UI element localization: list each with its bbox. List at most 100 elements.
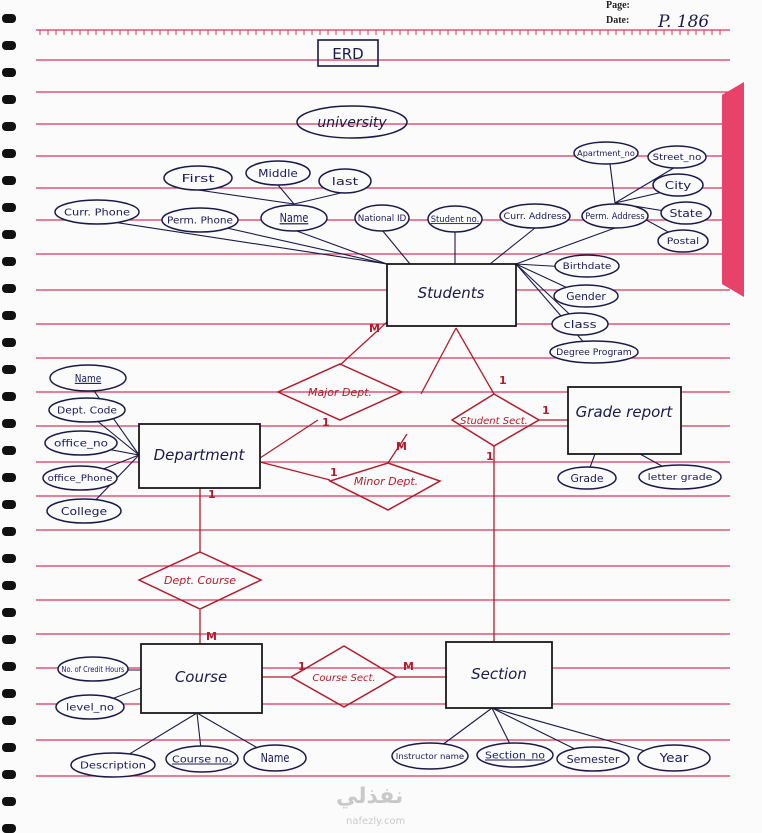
attr-section-no-ellipse — [476, 742, 554, 768]
attr-gender-ellipse — [553, 284, 619, 308]
card-students-major: M — [369, 322, 380, 335]
spiral-ring — [2, 446, 16, 455]
spiral-ring — [2, 311, 16, 320]
spiral-binding — [2, 14, 16, 833]
card-course-sect-section: M — [403, 660, 414, 673]
major-dept-diamond — [276, 363, 404, 421]
card-dept-course-course: M — [206, 630, 217, 643]
watermark-latin: nafezly.com — [346, 816, 406, 827]
attr-level-no-ellipse — [55, 694, 125, 720]
spiral-ring — [2, 797, 16, 806]
attr-office-phone-ellipse — [42, 465, 118, 491]
spiral-ring — [2, 365, 16, 374]
attr-city: City — [665, 179, 692, 192]
attr-name-first-ellipse — [163, 165, 233, 191]
spiral-ring — [2, 203, 16, 212]
dept-course-label: Dept. Course — [164, 574, 236, 587]
attr-semester: Semester — [567, 753, 620, 766]
attr-dept-code-ellipse — [48, 397, 126, 423]
attr-office-phone: office_Phone — [48, 474, 113, 484]
minor-dept-label: Minor Dept. — [354, 475, 418, 488]
minor-dept-diamond — [327, 462, 442, 511]
attr-street-no: Street_no — [653, 153, 702, 163]
attr-perm-address-ellipse — [581, 203, 649, 229]
attr-dept-code: Dept. Code — [57, 406, 117, 417]
card-student-sect-grade: 1 — [542, 404, 550, 417]
attr-name: Name — [280, 211, 309, 225]
attr-apartment-no: Apartment_no — [577, 149, 635, 158]
course-sect-diamond — [289, 645, 398, 708]
attr-state-ellipse — [660, 201, 712, 225]
attr-instructor-name-ellipse — [391, 742, 469, 770]
attr-curr-address: Curr. Address — [504, 212, 567, 222]
attr-name-middle-ellipse — [245, 160, 311, 186]
spiral-ring — [2, 95, 16, 104]
attr-curr-phone-ellipse — [54, 199, 140, 225]
spiral-ring — [2, 230, 16, 239]
entity-grade-report: Grade report — [576, 403, 674, 421]
course-sect-label: Course Sect. — [312, 673, 375, 684]
database-cloud — [296, 105, 408, 139]
page-number: P. 186 — [658, 12, 710, 32]
card-dept-course-dept: 1 — [208, 488, 216, 501]
attr-national-id: National ID — [358, 214, 407, 224]
spiral-ring — [2, 68, 16, 77]
spiral-ring — [2, 392, 16, 401]
spiral-ring — [2, 257, 16, 266]
card-minor-dept: 1 — [330, 466, 338, 479]
watermark-arabic: نفذلي — [336, 784, 404, 809]
spiral-ring — [2, 527, 16, 536]
attr-city-ellipse — [652, 173, 704, 197]
attr-class-ellipse — [551, 312, 609, 336]
attr-street-no-ellipse — [647, 145, 707, 169]
attr-degree-program-ellipse — [549, 340, 639, 364]
spiral-ring — [2, 419, 16, 428]
attr-grade-ellipse — [557, 466, 617, 490]
spiral-ring — [2, 770, 16, 779]
attr-postal: Postal — [667, 237, 699, 247]
entity-course-box — [140, 643, 263, 714]
attr-apartment-no-ellipse — [573, 141, 639, 165]
spiral-ring — [2, 14, 16, 23]
attr-name-middle: Middle — [258, 167, 298, 180]
dept-course-diamond — [137, 551, 263, 610]
spiral-ring — [2, 473, 16, 482]
attr-gender: Gender — [566, 290, 606, 303]
spiral-ring — [2, 500, 16, 509]
entity-students-box — [386, 263, 517, 327]
major-dept-label: Major Dept. — [308, 386, 372, 399]
card-major-dept: 1 — [322, 416, 330, 429]
attr-course-no: Course no. — [172, 755, 232, 766]
spiral-ring — [2, 581, 16, 590]
card-course-sect-course: 1 — [298, 660, 306, 673]
spiral-ring — [2, 176, 16, 185]
attr-national-id-ellipse — [354, 204, 410, 232]
attr-letter-grade: letter grade — [648, 473, 713, 483]
page-tab — [722, 82, 744, 297]
attr-description: Description — [80, 761, 146, 772]
attr-perm-phone: Perm. Phone — [167, 216, 233, 227]
spiral-ring — [2, 338, 16, 347]
attr-office-no: office_no — [54, 439, 108, 450]
attr-dept-name-ellipse — [49, 364, 127, 392]
card-minor-students: M — [396, 440, 407, 453]
entity-grade-report-box — [567, 386, 682, 455]
attr-name-last-ellipse — [318, 168, 372, 194]
diagram-title: ERD — [332, 45, 363, 63]
date-label: Date: — [606, 15, 630, 26]
attr-course-name: Name — [261, 751, 290, 765]
title-box — [317, 39, 379, 67]
attr-state: State — [670, 207, 703, 220]
attr-degree-program: Degree Program — [556, 348, 632, 358]
attr-no-of-credit-hours-ellipse — [57, 656, 129, 682]
attr-name-last: last — [332, 175, 359, 188]
entity-section: Section — [471, 665, 527, 683]
spiral-ring — [2, 149, 16, 158]
spiral-ring — [2, 716, 16, 725]
attr-no-of-credit-hours: No. of Credit Hours — [62, 665, 125, 674]
entity-course: Course — [175, 668, 227, 686]
attr-student-no: Student no. — [431, 215, 480, 225]
